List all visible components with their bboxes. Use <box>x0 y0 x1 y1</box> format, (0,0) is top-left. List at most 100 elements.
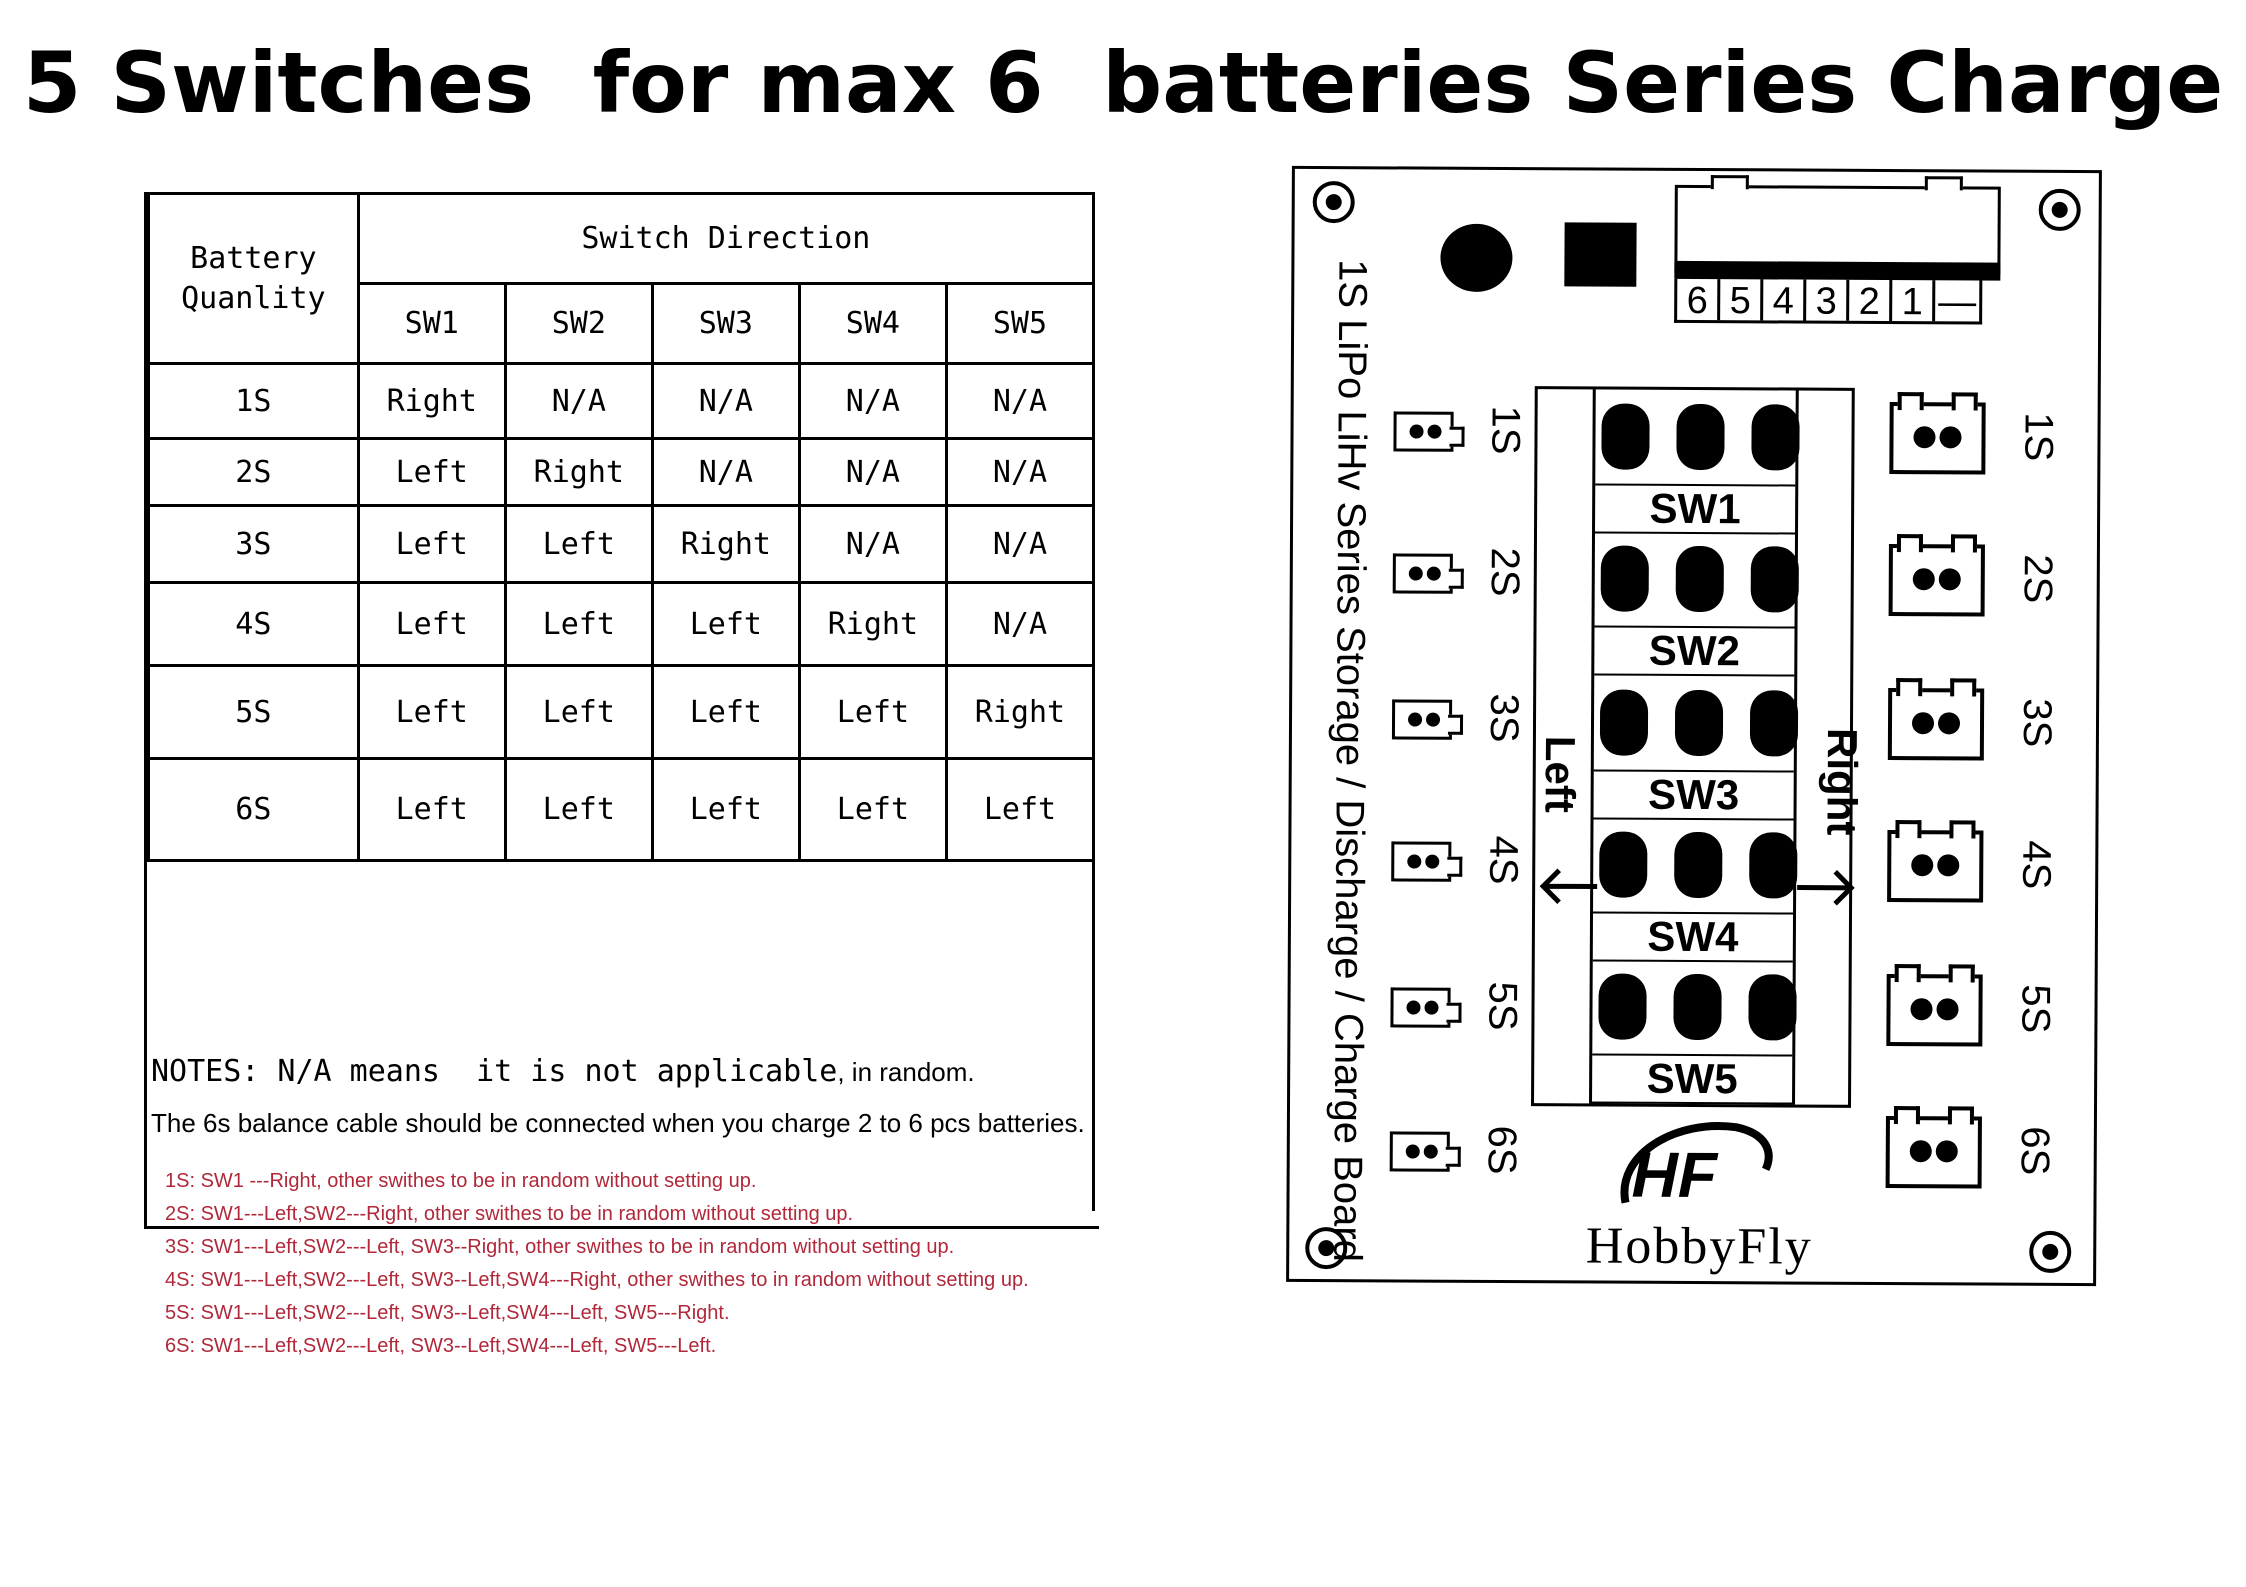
page-title: 5 Switches for max 6 batteries Series Ch… <box>22 34 2224 132</box>
left-port-connector-icon <box>1390 987 1462 1028</box>
left-port-label: 5S <box>1480 981 1525 1031</box>
switch-label: SW3 <box>1593 769 1794 821</box>
switch-direction-panel: Battery Quanlity Switch Direction SW1 SW… <box>144 192 1099 1357</box>
table-cell: Left <box>356 504 507 584</box>
switch-pad-icon <box>1674 689 1724 757</box>
header-sw5: SW5 <box>944 282 1096 365</box>
right-port-label: 1S <box>2016 412 2061 462</box>
table-row: 3S Left Left Right N/A N/A <box>147 504 1096 584</box>
switch-pad-icon <box>1601 403 1650 470</box>
hobbyfly-logo-icon: HF <box>1620 1122 1773 1211</box>
left-arrow-icon <box>1539 868 1598 905</box>
pin-label: 4 <box>1763 279 1807 323</box>
left-port-connector-icon <box>1391 699 1464 740</box>
header-sw2: SW2 <box>503 282 654 365</box>
brand-name: HobbyFly <box>1585 1217 1813 1276</box>
row-qty: 4S <box>147 581 360 667</box>
table-cell: N/A <box>944 437 1096 507</box>
balance-connector: 6 5 4 3 2 1 — <box>1674 175 2005 325</box>
connector-notch <box>1924 176 1963 191</box>
note-5s: 5S: SW1---Left,SW2---Left, SW3--Left,SW4… <box>165 1302 730 1324</box>
table-cell: Left <box>503 504 654 584</box>
left-port-connector-icon <box>1391 841 1463 882</box>
table-cell: N/A <box>944 362 1096 440</box>
led-round-icon <box>1440 223 1513 293</box>
panel-right-border <box>1092 192 1095 1211</box>
table-cell: Left <box>356 757 507 862</box>
switch-sw1: SW1 <box>1595 389 1800 535</box>
left-port-connector-icon <box>1389 1131 1461 1172</box>
right-port-label: 3S <box>2014 698 2060 748</box>
pin-label: — <box>1938 281 1977 324</box>
left-port-label: 2S <box>1482 547 1527 597</box>
table-cell: Left <box>650 664 801 760</box>
table-cell: Right <box>650 504 801 584</box>
table-cell: Left <box>797 757 948 862</box>
header-sw1: SW1 <box>356 282 507 365</box>
note-4s: 4S: SW1---Left,SW2---Left, SW3--Left,SW4… <box>165 1269 1029 1291</box>
right-direction-label: Right <box>1818 727 1866 836</box>
mounting-hole-icon <box>1312 180 1355 224</box>
right-port-label: 6S <box>2012 1126 2057 1176</box>
switch-label: SW5 <box>1592 1053 1793 1105</box>
left-port-connector-icon <box>1393 411 1465 452</box>
left-port-label: 6S <box>1479 1125 1524 1175</box>
switch-pad-icon <box>1599 689 1649 756</box>
switch-sw2: SW2 <box>1594 531 1799 677</box>
notes-na-suffix: , in random. <box>837 1057 975 1087</box>
switch-pad-icon <box>1749 832 1798 899</box>
row-qty: 1S <box>147 362 360 440</box>
pin-label: 2 <box>1849 279 1893 323</box>
switch-pad-icon <box>1748 974 1797 1041</box>
notes-heading: NOTES: N/A means it is not applicable, i… <box>151 1054 1081 1094</box>
notes-balance-cable: The 6s balance cable should be connected… <box>151 1108 1085 1138</box>
switch-pad-icon <box>1600 545 1649 612</box>
table-row: 4S Left Left Left Right N/A <box>147 581 1096 667</box>
table-cell: Left <box>356 437 507 507</box>
table-cell: Left <box>503 664 654 760</box>
note-2s: 2S: SW1---Left,SW2---Right, other swithe… <box>165 1203 854 1225</box>
switch-pad-icon <box>1673 973 1722 1041</box>
left-port-label: 3S <box>1481 693 1527 743</box>
connector-notch <box>1710 175 1749 190</box>
right-port-label: 2S <box>2015 554 2060 604</box>
switch-label: SW4 <box>1592 911 1794 963</box>
table-cell: Right <box>944 664 1096 760</box>
switch-setting-notes: 1S: SW1 ---Right, other swithes to be in… <box>165 1165 1081 1363</box>
switch-pad-icon <box>1676 403 1725 471</box>
switch-pad-icon <box>1599 831 1648 898</box>
right-arrow-icon <box>1797 869 1855 906</box>
table-cell: N/A <box>650 362 801 440</box>
right-port-label: 4S <box>2014 840 2059 890</box>
board-vertical-label: 1S LiPo LiHv Series Storage / Discharge … <box>1325 259 1375 1263</box>
table-cell: Left <box>797 664 948 760</box>
notes-area: NOTES: N/A means it is not applicable, i… <box>151 1054 1085 1363</box>
right-port-connector-icon <box>1885 1116 1982 1189</box>
switch-pad-icon <box>1749 690 1799 757</box>
pin-label: 5 <box>1720 279 1764 322</box>
switch-pad-icon <box>1598 973 1647 1040</box>
table-cell: Right <box>797 581 948 667</box>
notes-na-text: NOTES: N/A means it is not applicable <box>151 1054 838 1089</box>
table-cell: Left <box>650 581 801 667</box>
table-cell: N/A <box>944 504 1096 584</box>
table-cell: Left <box>503 757 654 862</box>
table-cell: Left <box>356 581 507 667</box>
row-qty: 2S <box>147 437 360 507</box>
connector-bar <box>1674 260 2001 281</box>
led-square-icon <box>1564 222 1637 287</box>
switch-pad-icon <box>1675 545 1724 613</box>
right-port-connector-icon <box>1888 544 1985 617</box>
table-cell: Left <box>356 664 507 760</box>
right-port-label: 5S <box>2013 984 2058 1034</box>
right-port-connector-icon <box>1889 402 1986 475</box>
table-cell: Right <box>356 362 507 440</box>
table-cell: Right <box>503 437 654 507</box>
table-cell: Left <box>503 581 654 667</box>
switch-label: SW1 <box>1595 483 1796 535</box>
mounting-hole-icon <box>2038 188 2081 232</box>
switch-direction-header: Switch Direction <box>356 192 1096 285</box>
switch-pad-icon <box>1674 831 1723 899</box>
switch-sw4: SW4 <box>1592 817 1798 963</box>
right-port-connector-icon <box>1887 830 1984 903</box>
